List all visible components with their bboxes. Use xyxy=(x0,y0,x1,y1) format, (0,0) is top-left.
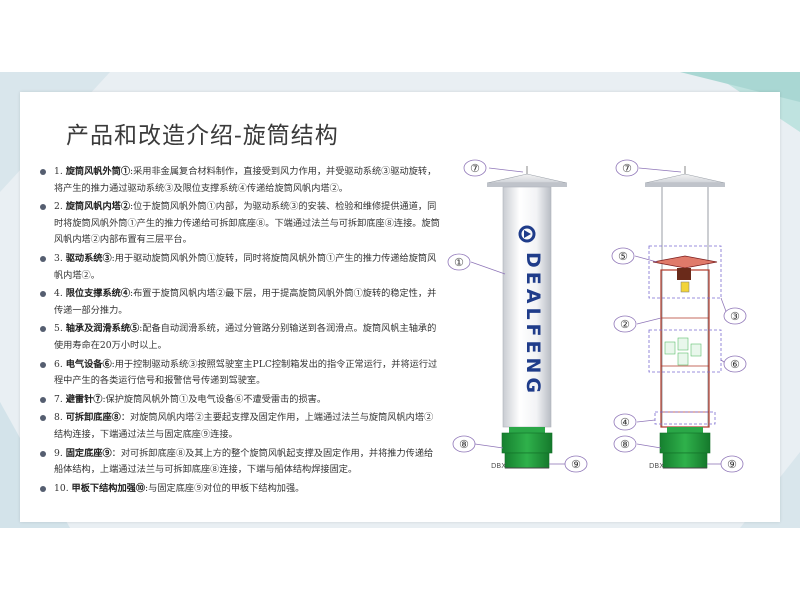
callout-9: ⑨ xyxy=(571,458,581,471)
section-view: DBX xyxy=(644,166,726,470)
callout-9: ⑨ xyxy=(727,458,737,471)
rotor-sail-figure: DEALFENG DBX DBX xyxy=(447,159,747,473)
fixed-base xyxy=(504,452,550,469)
item-number: 9. xyxy=(54,447,63,459)
bullet-icon xyxy=(40,396,46,403)
callout-6: ⑥ xyxy=(730,358,740,371)
page-title: 产品和改造介绍-旋筒结构 xyxy=(66,123,339,149)
bullet-icon xyxy=(40,326,46,333)
content-card xyxy=(20,92,780,522)
dealfeng-logo-icon xyxy=(518,225,536,243)
list-item: 9. 固定底座⑨：对可拆卸底座⑧及其上方的整个旋筒风帆起支撑及固定作用，并将推力… xyxy=(40,446,442,479)
item-text: :用于驱动旋筒风帆外筒①旋转，同时将旋筒风帆外筒①产生的推力传递给旋筒风帆内塔②… xyxy=(54,252,437,281)
item-term: 限位支撑系统④ xyxy=(65,288,131,300)
item-number: 6. xyxy=(54,358,63,370)
component-list: 1. 旋筒风帆外筒①:采用非金属复合材料制作，直接受到风力作用，并受驱动系统③驱… xyxy=(40,164,442,499)
item-term: 可拆卸底座⑧ xyxy=(65,412,121,424)
item-number: 4. xyxy=(54,288,63,300)
item-term: 驱动系统③ xyxy=(65,252,112,264)
item-number: 7. xyxy=(54,393,63,405)
callout-1: ① xyxy=(454,256,464,269)
item-text: :布置于旋筒风帆内塔②最下层，用于提高旋筒风帆外筒①旋转的稳定性，并传递一部分推… xyxy=(54,288,437,316)
bullet-icon xyxy=(40,415,46,422)
drive-motor-icon xyxy=(680,281,690,293)
callout-7: ⑦ xyxy=(470,162,480,175)
bullet-icon xyxy=(40,450,46,457)
callout-2: ② xyxy=(620,318,630,331)
bullet-icon xyxy=(40,204,46,211)
item-term: 避雷针⑦ xyxy=(65,393,103,405)
item-text: :用于控制驱动系统③按照驾驶室主PLC控制箱发出的指令正常运行，并将运行过程中产… xyxy=(54,358,438,387)
list-item: 6. 电气设备⑥:用于控制驱动系统③按照驾驶室主PLC控制箱发出的指令正常运行，… xyxy=(40,357,442,390)
bullet-icon xyxy=(40,169,46,175)
bullet-icon xyxy=(40,485,46,492)
exterior-view: DEALFENG DBX xyxy=(486,166,568,470)
callout-7: ⑦ xyxy=(622,162,632,175)
bullet-icon xyxy=(40,291,46,298)
bullet-icon xyxy=(40,255,46,262)
item-number: 3. xyxy=(54,252,63,264)
item-number: 10. xyxy=(54,482,69,494)
list-item: 2. 旋筒风帆内塔②:位于旋筒风帆外筒①内部，为驱动系统③的安装、检验和维修提供… xyxy=(40,199,442,249)
callout-8: ⑧ xyxy=(620,438,630,451)
list-item: 10. 甲板下结构加强⑩:与固定底座⑨对位的甲板下结构加强。 xyxy=(40,481,442,498)
list-item: 8. 可拆卸底座⑧：对旋筒风帆内塔②主要起支撑及固定作用，上端通过法兰与旋筒风帆… xyxy=(40,410,442,443)
detachable-base xyxy=(501,432,553,454)
callout-4: ④ xyxy=(620,416,630,429)
callout-8: ⑧ xyxy=(459,438,469,451)
item-text: :配备自动润滑系统，通过分管路分别输送到各润滑点。旋筒风帆主轴承的使用寿命在20… xyxy=(54,323,437,351)
top-cap xyxy=(486,173,568,184)
item-text: ：对可拆卸底座⑧及其上方的整个旋筒风帆起支撑及固定作用，并将推力传递给船体结构，… xyxy=(54,447,434,476)
item-text: ：对旋筒风帆内塔②主要起支撑及固定作用，上端通过法兰与旋筒风帆内塔②结构连接，下… xyxy=(54,412,434,440)
item-text: :位于旋筒风帆外筒①内部，为驱动系统③的安装、检验和维修提供通道，同时将旋筒风帆… xyxy=(54,201,440,246)
deck-label: DBX xyxy=(491,462,506,470)
item-number: 5. xyxy=(54,323,63,335)
bearing-icon xyxy=(652,255,718,269)
electrical-box xyxy=(648,329,722,373)
item-term: 电气设备⑥ xyxy=(65,358,112,370)
bullet-icon xyxy=(40,361,46,368)
item-text: :与固定底座⑨对位的甲板下结构加强。 xyxy=(145,482,305,494)
item-number: 2. xyxy=(54,201,63,213)
list-item: 4. 限位支撑系统④:布置于旋筒风帆内塔②最下层，用于提高旋筒风帆外筒①旋转的稳… xyxy=(40,286,442,319)
list-item: 1. 旋筒风帆外筒①:采用非金属复合材料制作，直接受到风力作用，并受驱动系统③驱… xyxy=(40,164,442,197)
deck-label: DBX xyxy=(649,462,664,470)
callout-3: ③ xyxy=(730,310,740,323)
list-item: 7. 避雷针⑦:保护旋筒风帆外筒①及电气设备⑥不遭受雷击的损害。 xyxy=(40,392,442,409)
list-item: 5. 轴承及润滑系统⑤:配备自动润滑系统，通过分管路分别输送到各润滑点。旋筒风帆… xyxy=(40,321,442,354)
brand-text: DEALFENG xyxy=(522,252,544,397)
drive-system-box xyxy=(648,245,722,299)
item-term: 旋筒风帆内塔② xyxy=(65,201,131,213)
callout-5: ⑤ xyxy=(618,250,628,263)
item-term: 甲板下结构加强⑩ xyxy=(71,482,146,494)
item-term: 轴承及润滑系统⑤ xyxy=(65,323,140,335)
item-text: :采用非金属复合材料制作，直接受到风力作用，并受驱动系统③驱动旋转，将产生的推力… xyxy=(54,166,437,194)
list-item: 3. 驱动系统③:用于驱动旋筒风帆外筒①旋转，同时将旋筒风帆外筒①产生的推力传递… xyxy=(40,251,442,284)
item-number: 1. xyxy=(54,166,63,177)
limit-support-box xyxy=(654,411,716,425)
item-term: 固定底座⑨ xyxy=(65,447,112,459)
item-number: 8. xyxy=(54,412,63,424)
item-text: :保护旋筒风帆外筒①及电气设备⑥不遭受雷击的损害。 xyxy=(102,393,327,405)
item-term: 旋筒风帆外筒① xyxy=(65,166,131,177)
